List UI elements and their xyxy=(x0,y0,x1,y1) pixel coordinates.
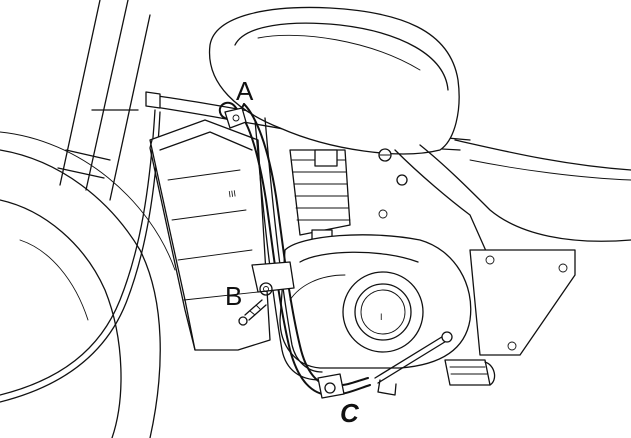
clutch-cover: I xyxy=(342,271,424,353)
mount-point-b xyxy=(238,261,295,326)
front-wheel xyxy=(0,131,176,438)
callout-label-b: B xyxy=(225,281,242,311)
clutch-cover-marking: I xyxy=(380,312,383,322)
fuel-tank xyxy=(208,6,460,155)
engine-cylinder xyxy=(289,149,351,243)
rear-frame xyxy=(394,139,631,261)
front-fork xyxy=(57,0,151,201)
gear-shift-lever xyxy=(374,331,453,396)
mount-point-c xyxy=(317,373,345,399)
cover-marking: III xyxy=(228,188,237,199)
callout-label-a: A xyxy=(236,76,254,106)
callout-labels: A B C xyxy=(225,76,360,428)
front-brake-cable xyxy=(0,109,161,403)
callout-label-c: C xyxy=(340,398,360,428)
radiator-cover: III xyxy=(149,119,271,351)
footpeg xyxy=(444,359,496,386)
side-cover-panel xyxy=(469,249,576,356)
mount-point-a xyxy=(224,107,247,129)
frame-downtube xyxy=(254,117,323,381)
